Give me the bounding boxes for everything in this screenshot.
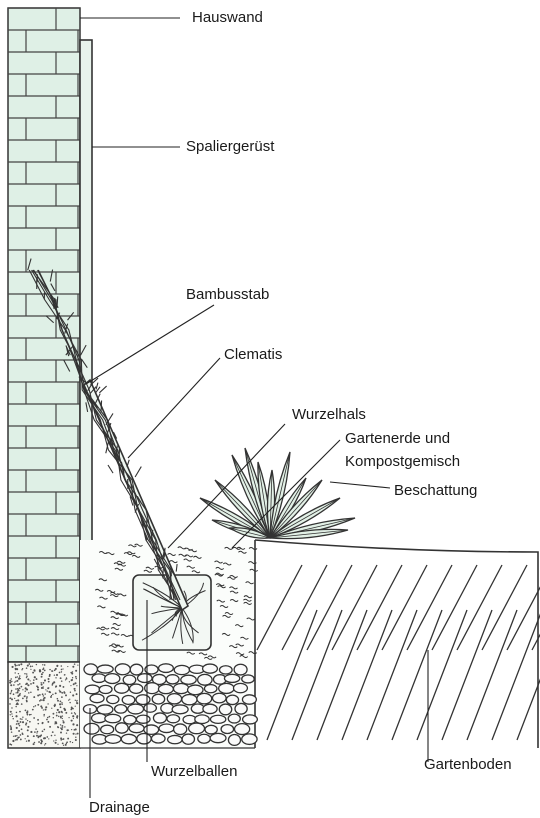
label-wurzelhals: Wurzelhals	[292, 406, 366, 424]
label-beschattung: Beschattung	[394, 482, 477, 500]
label-wurzelballen: Wurzelballen	[151, 763, 237, 781]
trellis	[80, 40, 92, 610]
label-gartenboden: Gartenboden	[424, 756, 512, 774]
label-hauswand: Hauswand	[192, 9, 263, 27]
label-gartenerde-line2: Kompostgemisch	[345, 453, 460, 471]
label-drainage: Drainage	[89, 799, 150, 817]
label-spaliergeruest: Spaliergerüst	[186, 138, 274, 156]
label-clematis: Clematis	[224, 346, 282, 364]
house-wall	[8, 8, 80, 748]
label-gartenerde-line1: Gartenerde und	[345, 430, 450, 448]
shade-plant	[200, 448, 355, 539]
label-bambusstab: Bambusstab	[186, 286, 269, 304]
